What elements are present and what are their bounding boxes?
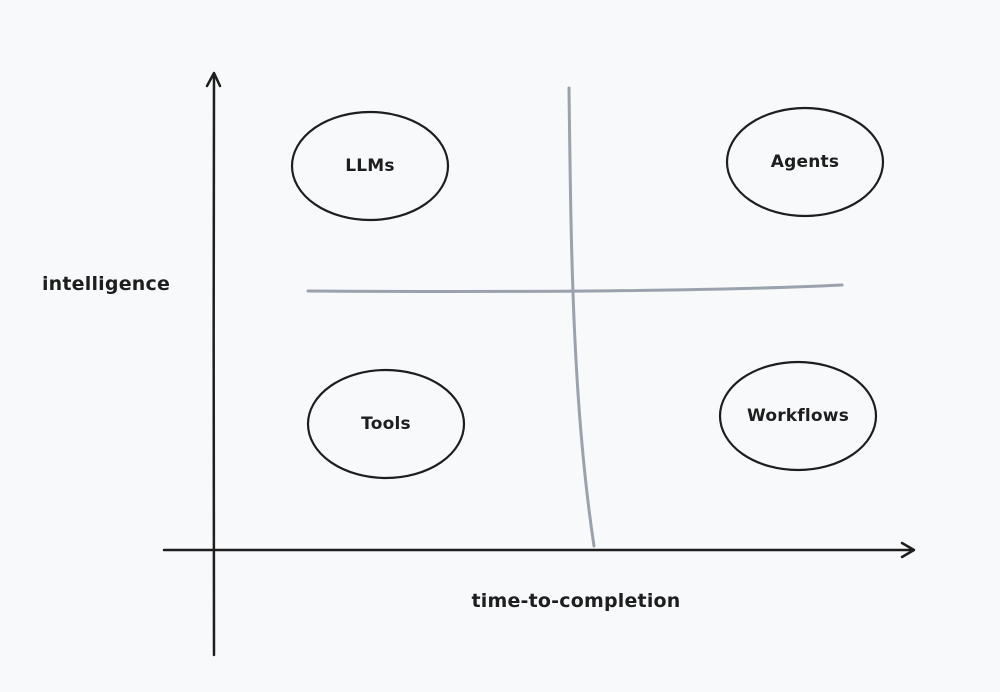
node-label-workflows: Workflows [746, 406, 850, 426]
x-axis-arrowhead-icon [900, 541, 916, 559]
node-ellipse-workflows [718, 360, 878, 472]
horizontal-divider-line [306, 283, 844, 293]
node-label-tools: Tools [361, 414, 411, 434]
node-ellipse-llms [290, 110, 450, 222]
node-ellipse-tools [306, 368, 466, 480]
y-axis-arrowhead-icon [205, 71, 222, 88]
node-label-llms: LLMs [345, 156, 395, 176]
node-ellipse-agents [725, 106, 885, 218]
vertical-divider-line [567, 86, 596, 548]
x-axis-label: time-to-completion [471, 590, 681, 612]
y-axis-label: intelligence [41, 273, 171, 295]
node-label-agents: Agents [770, 152, 840, 172]
